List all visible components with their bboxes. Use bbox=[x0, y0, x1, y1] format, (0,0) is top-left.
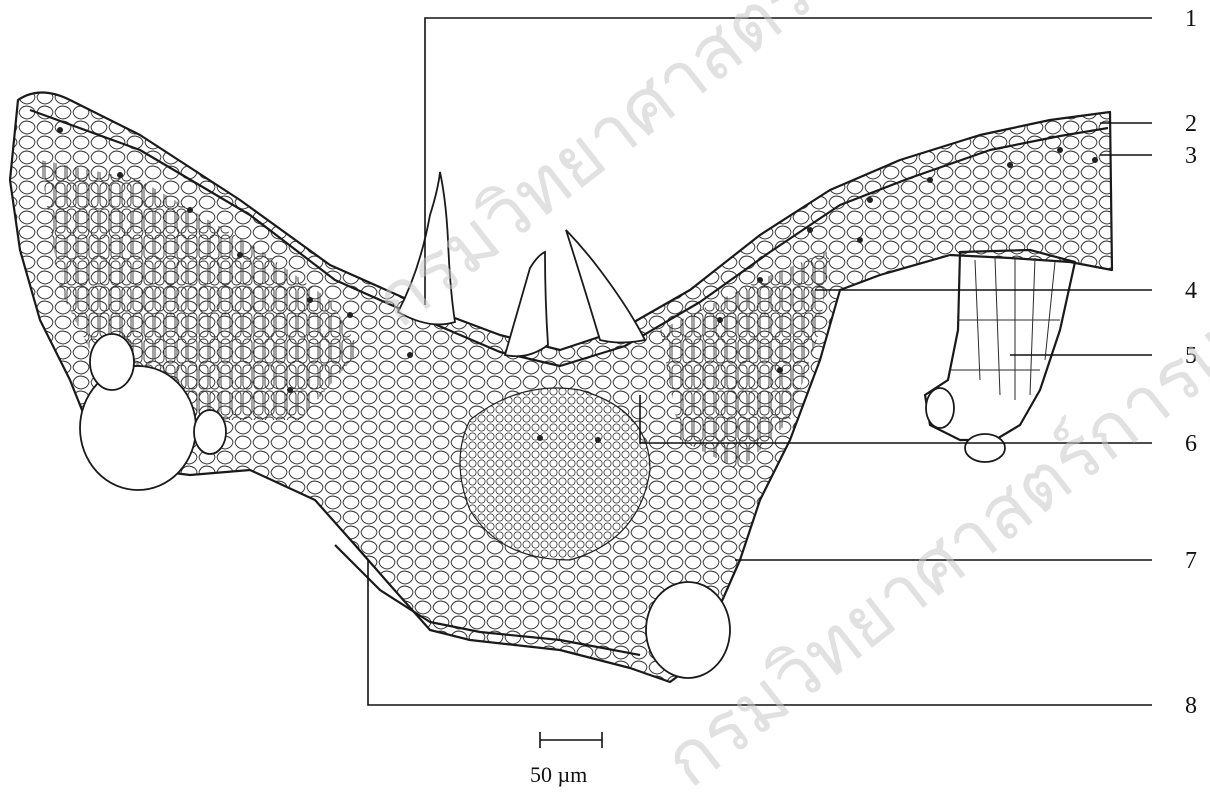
label-4: 4 bbox=[1185, 278, 1197, 304]
label-8: 8 bbox=[1185, 693, 1197, 719]
label-2: 2 bbox=[1185, 111, 1197, 137]
scale-bar-label: 50 µm bbox=[530, 762, 587, 787]
label-7: 7 bbox=[1185, 548, 1197, 574]
label-6: 6 bbox=[1185, 431, 1197, 457]
scale-bar: 50 µm bbox=[530, 732, 602, 787]
label-1: 1 bbox=[1185, 6, 1197, 32]
label-3: 3 bbox=[1185, 143, 1197, 169]
